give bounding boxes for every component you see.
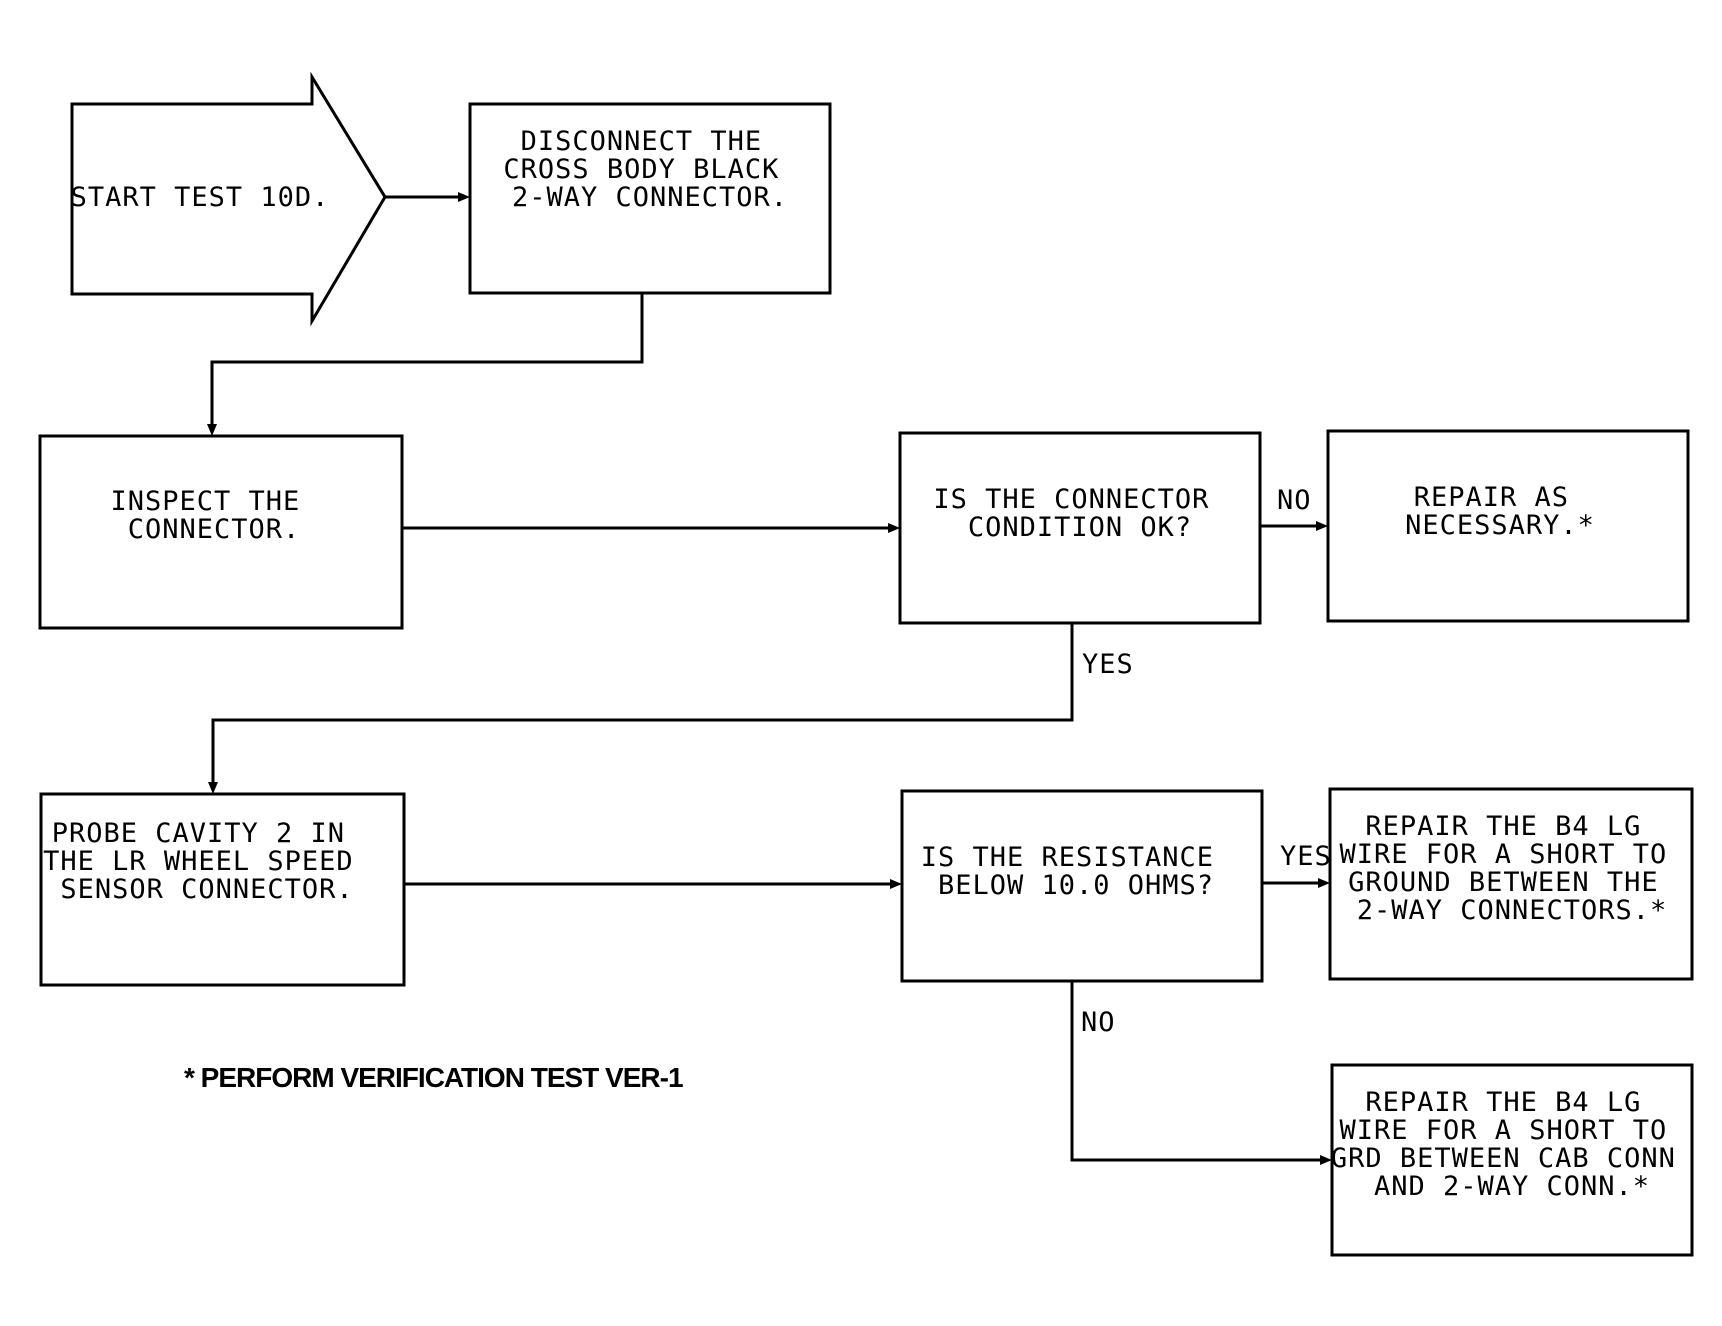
disconnect-connector-text: DISCONNECT THE CROSS BODY BLACK 2-WAY CO… [503, 126, 796, 213]
repair-short-ground-box [1328, 787, 1694, 981]
repair-ground-line-1: REPAIR THE B4 LG [1365, 811, 1641, 842]
verification-footnote: * PERFORM VERIFICATION TEST VER-1 [184, 1062, 683, 1093]
arrowhead-resistance-no [1320, 1155, 1332, 1165]
resistance-line-2: BELOW 10.0 OHMS? [938, 870, 1214, 901]
repair-short-cab-text: REPAIR THE B4 LG WIRE FOR A SHORT TO GRD… [1331, 1087, 1693, 1202]
resistance-check-box [900, 789, 1264, 983]
disconnect-line-1: DISCONNECT THE [521, 126, 763, 157]
repair-cab-line-4: AND 2-WAY CONN.* [1374, 1171, 1650, 1202]
repair-short-cab-box [1330, 1063, 1694, 1257]
connector-condition-yes [211, 623, 1074, 786]
disconnect-line-3: 2-WAY CONNECTOR. [512, 182, 788, 213]
repair-as-necessary-text: REPAIR AS NECESSARY.* [1405, 482, 1595, 541]
inspect-line-1: INSPECT THE [110, 486, 300, 517]
arrowhead-start-to-disconnect [458, 192, 470, 202]
repair-necessary-line-1: REPAIR AS [1414, 482, 1569, 513]
resistance-check-text: IS THE RESISTANCE BELOW 10.0 OHMS? [921, 842, 1232, 901]
edge-label-resistance-no: NO [1081, 1007, 1116, 1038]
arrowhead-disconnect-to-inspect [207, 424, 217, 436]
edge-label-resistance-yes: YES [1280, 841, 1332, 872]
repair-ground-line-4: 2-WAY CONNECTORS.* [1357, 895, 1668, 926]
inspect-connector-text: INSPECT THE CONNECTOR. [110, 486, 317, 545]
edge-label-condition-no: NO [1277, 485, 1312, 516]
disconnect-line-2: CROSS BODY BLACK [503, 154, 779, 185]
repair-necessary-line-2: NECESSARY.* [1405, 510, 1595, 541]
inspect-connector-box [38, 434, 404, 630]
probe-cavity-text: PROBE CAVITY 2 IN THE LR WHEEL SPEED SEN… [43, 818, 371, 905]
start-label-line-1: START TEST 10D. [71, 182, 330, 213]
start-label: START TEST 10D. [71, 182, 330, 213]
probe-line-1: PROBE CAVITY 2 IN [52, 818, 345, 849]
arrowhead-condition-no [1316, 521, 1328, 531]
connector-condition-box [898, 431, 1262, 625]
disconnect-connector-box [468, 102, 832, 295]
connector-resistance-no [1070, 981, 1324, 1162]
condition-line-1: IS THE CONNECTOR [933, 484, 1209, 515]
connector-disconnect-to-inspect [210, 293, 644, 428]
arrowhead-condition-yes [208, 782, 218, 794]
start-arrow-shape [70, 71, 387, 327]
repair-cab-line-1: REPAIR THE B4 LG [1365, 1087, 1641, 1118]
probe-line-3: SENSOR CONNECTOR. [60, 874, 353, 905]
inspect-line-2: CONNECTOR. [128, 514, 301, 545]
repair-cab-line-3: GRD BETWEEN CAB CONN [1331, 1143, 1676, 1174]
probe-line-2: THE LR WHEEL SPEED [43, 846, 354, 877]
arrowhead-resistance-yes [1318, 878, 1330, 888]
arrowhead-probe-to-resistance [890, 879, 902, 889]
condition-line-2: CONDITION OK? [968, 512, 1192, 543]
probe-cavity-box [39, 792, 406, 987]
repair-short-ground-text: REPAIR THE B4 LG WIRE FOR A SHORT TO GRO… [1339, 811, 1684, 926]
arrowhead-inspect-to-condition [888, 523, 900, 533]
repair-ground-line-2: WIRE FOR A SHORT TO [1339, 839, 1667, 870]
connector-condition-text: IS THE CONNECTOR CONDITION OK? [933, 484, 1226, 543]
repair-ground-line-3: GROUND BETWEEN THE [1348, 867, 1659, 898]
repair-as-necessary-box [1326, 429, 1690, 623]
edge-label-condition-yes: YES [1082, 649, 1134, 680]
repair-cab-line-2: WIRE FOR A SHORT TO [1339, 1115, 1667, 1146]
resistance-line-1: IS THE RESISTANCE [921, 842, 1214, 873]
